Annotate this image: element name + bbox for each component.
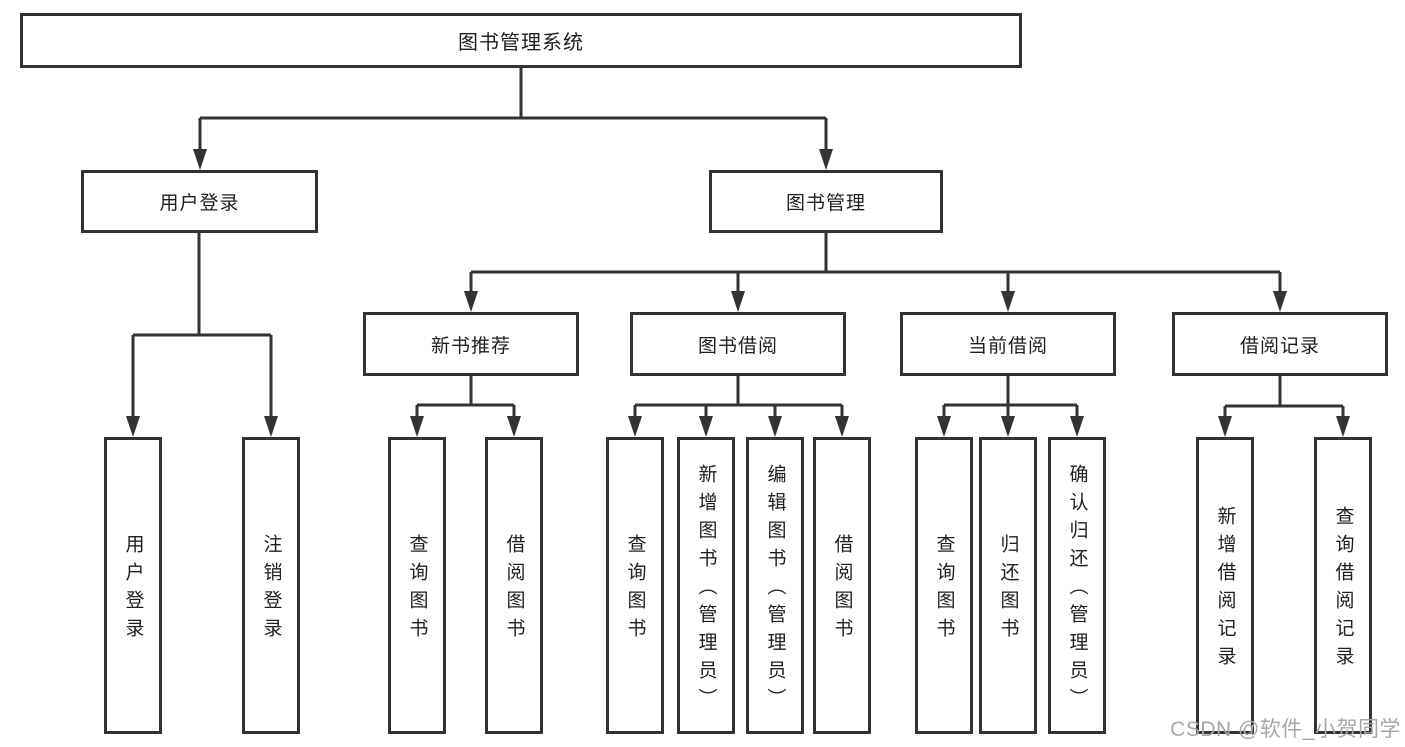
node-label: 确认归还（管理员） xyxy=(1066,464,1088,716)
node-book-borrowing: 图书借阅 xyxy=(630,312,846,376)
leaf-borrow-books-recommend: 借阅图书 xyxy=(485,437,543,734)
leaf-query-books-recommend: 查询图书 xyxy=(388,437,446,734)
node-label: 借阅记录 xyxy=(1239,335,1320,357)
node-label: 查询图书 xyxy=(933,534,955,646)
node-label: 新增图书（管理员） xyxy=(695,464,717,716)
node-label: 用户登录 xyxy=(122,534,144,646)
node-current-borrowing: 当前借阅 xyxy=(900,312,1116,376)
node-label: 借阅图书 xyxy=(503,534,525,646)
leaf-logout: 注销登录 xyxy=(242,437,300,734)
node-label: 归还图书 xyxy=(997,534,1019,646)
leaf-query-borrow-record: 查询借阅记录 xyxy=(1314,437,1372,734)
node-library-management-system: 图书管理系统 xyxy=(20,13,1022,68)
node-label: 当前借阅 xyxy=(967,335,1048,357)
node-label: 查询图书 xyxy=(406,534,428,646)
csdn-watermark: CSDN @软件_小贺同学 xyxy=(1170,718,1401,741)
leaf-query-books-borrowing: 查询图书 xyxy=(606,437,664,734)
node-label: 查询图书 xyxy=(624,534,646,646)
leaf-return-books: 归还图书 xyxy=(979,437,1037,734)
leaf-query-books-current: 查询图书 xyxy=(915,437,973,734)
node-label: 新书推荐 xyxy=(430,335,511,357)
leaf-confirm-return-admin: 确认归还（管理员） xyxy=(1048,437,1106,734)
node-book-management: 图书管理 xyxy=(709,170,943,233)
leaf-add-borrow-record: 新增借阅记录 xyxy=(1196,437,1254,734)
node-label: 图书借阅 xyxy=(697,335,778,357)
node-label: 注销登录 xyxy=(260,534,282,646)
leaf-borrow-books: 借阅图书 xyxy=(813,437,871,734)
node-new-book-recommendation: 新书推荐 xyxy=(363,312,579,376)
node-label: 编辑图书（管理员） xyxy=(764,464,786,716)
node-label: 图书管理系统 xyxy=(458,32,584,54)
node-user-login: 用户登录 xyxy=(81,170,318,233)
node-label: 新增借阅记录 xyxy=(1214,506,1236,674)
node-label: 图书管理 xyxy=(785,193,866,214)
leaf-user-login: 用户登录 xyxy=(104,437,162,734)
node-label: 用户登录 xyxy=(159,193,240,214)
node-label: 查询借阅记录 xyxy=(1332,506,1354,674)
leaf-add-book-admin: 新增图书（管理员） xyxy=(677,437,735,734)
node-borrowing-records: 借阅记录 xyxy=(1172,312,1388,376)
node-label: 借阅图书 xyxy=(831,534,853,646)
leaf-edit-book-admin: 编辑图书（管理员） xyxy=(746,437,804,734)
